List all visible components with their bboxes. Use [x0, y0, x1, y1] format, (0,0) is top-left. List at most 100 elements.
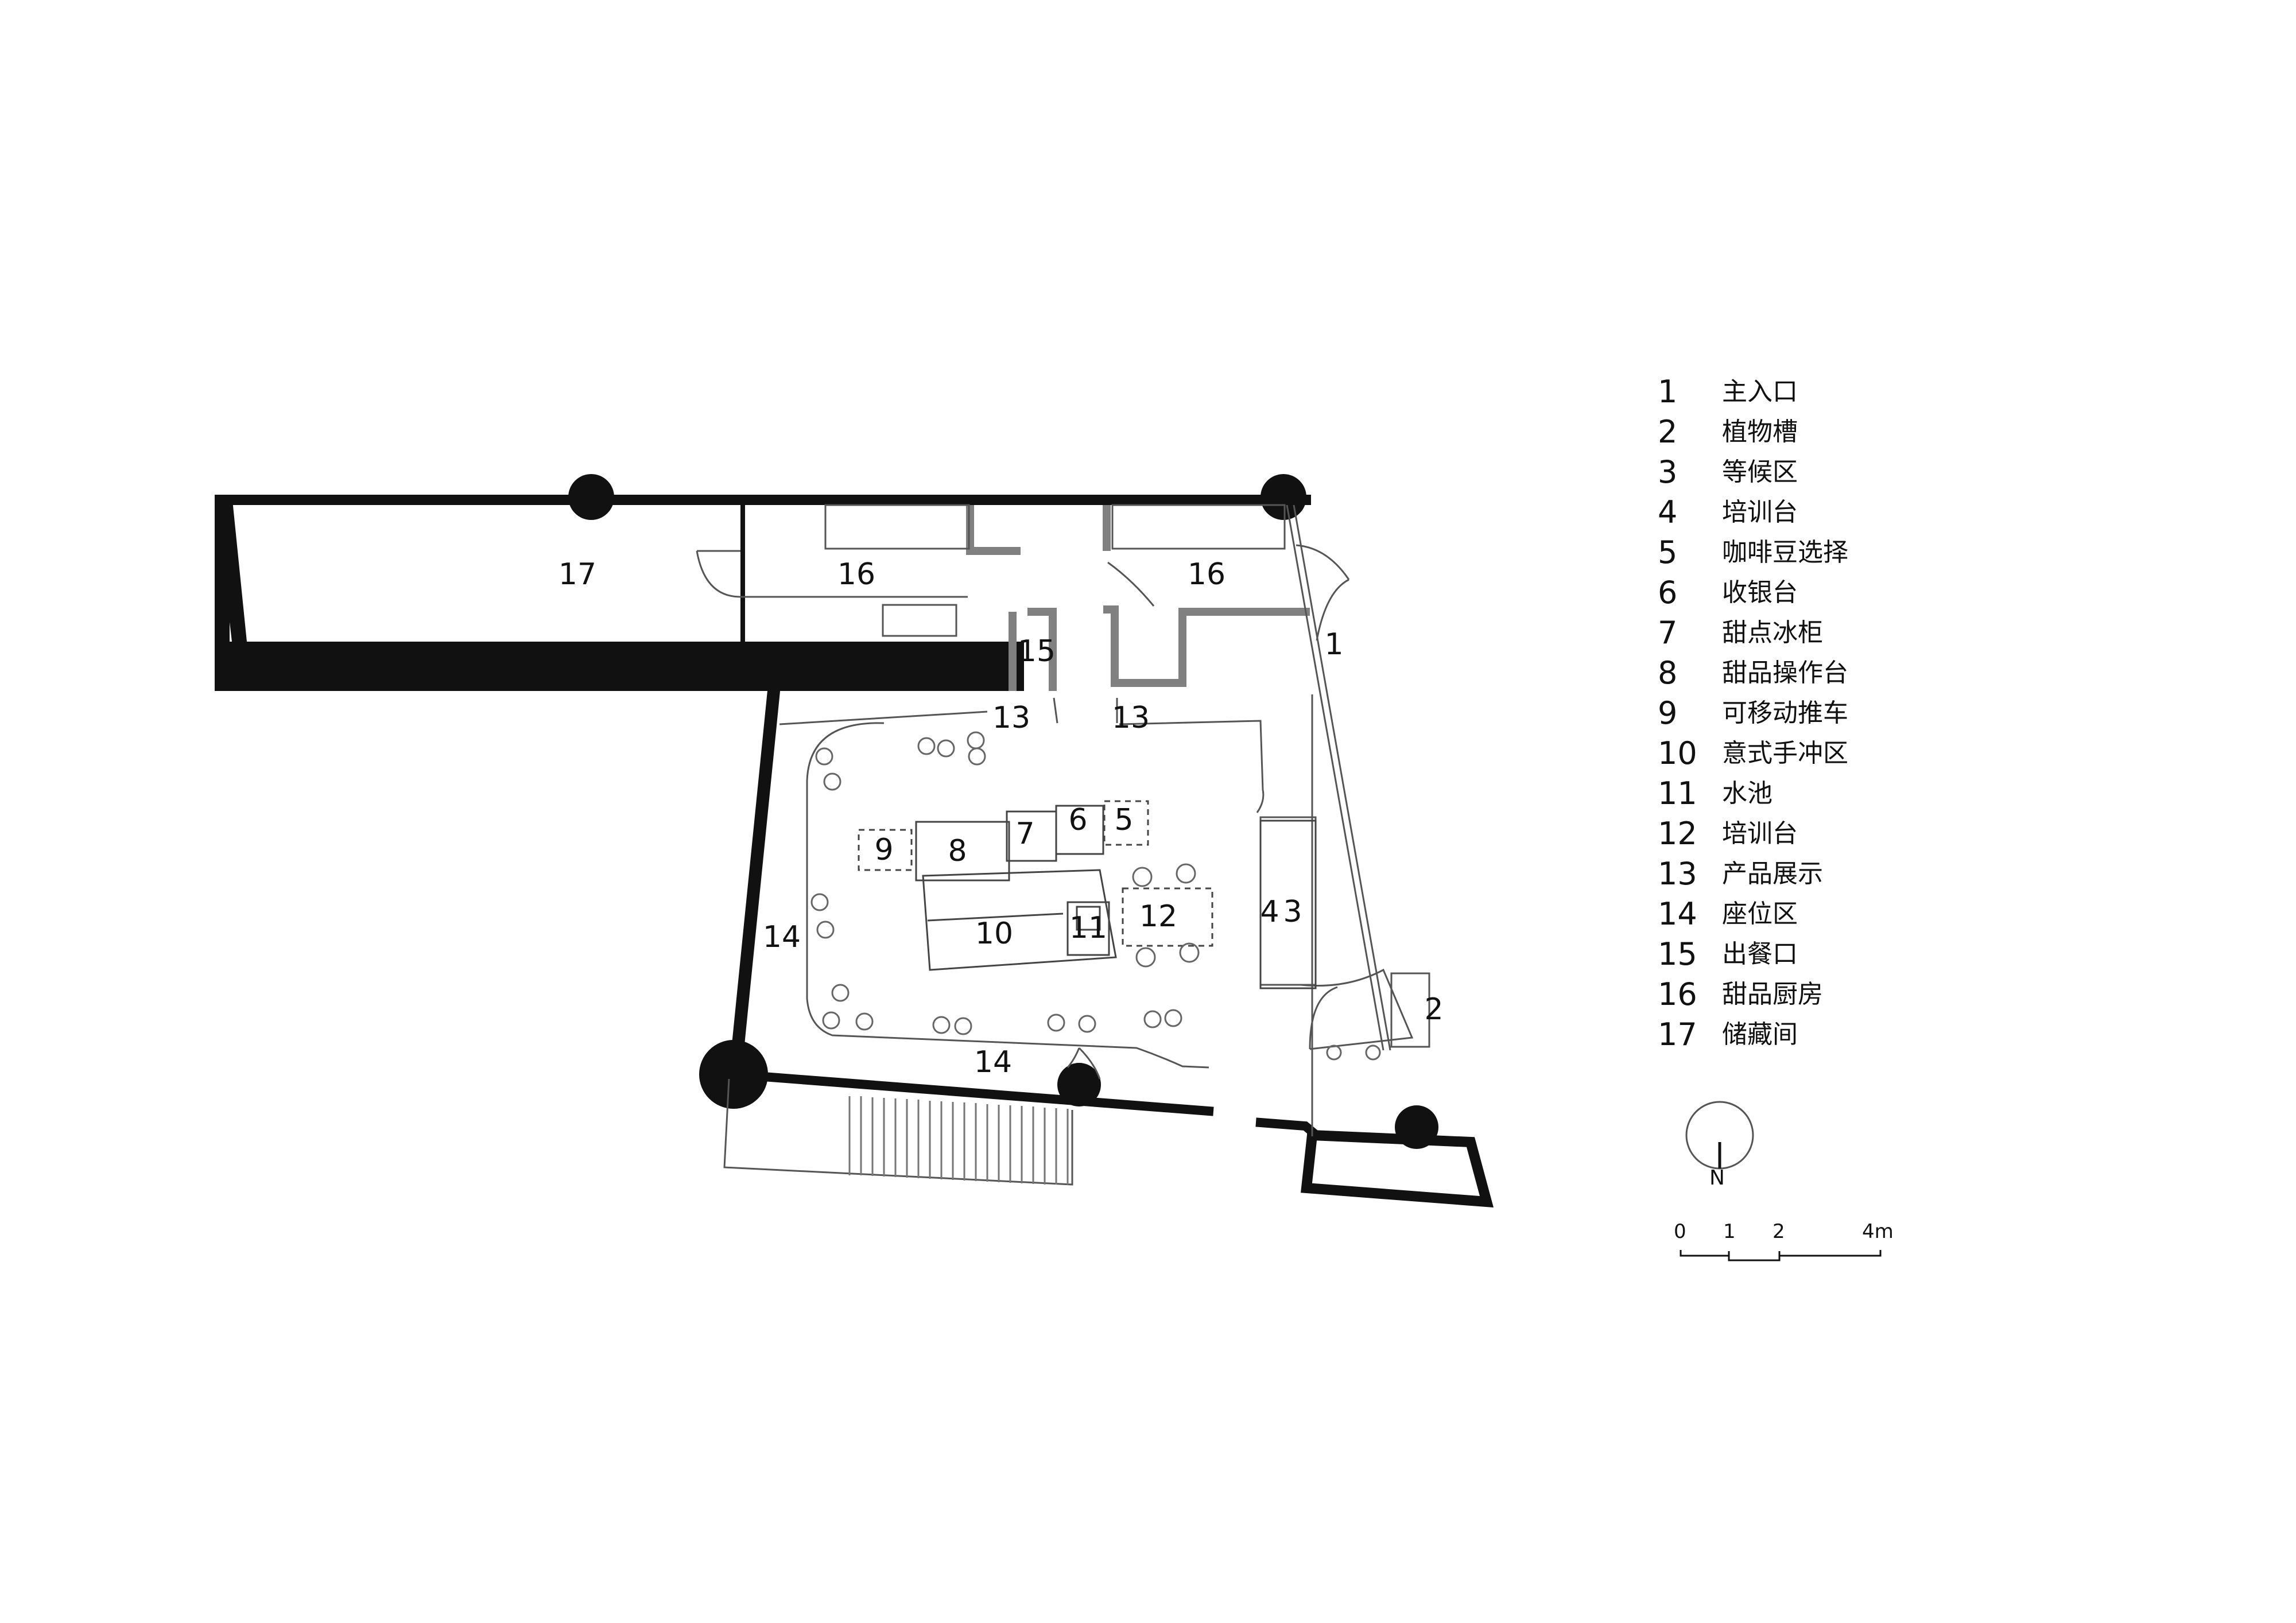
legend-label: 甜品厨房 — [1722, 980, 1823, 1009]
legend-item: 11 水池 — [1658, 774, 1979, 814]
room-label-15: 15 — [1018, 634, 1056, 669]
legend-label: 培训台 — [1722, 498, 1798, 527]
legend-number: 7 — [1658, 615, 1678, 651]
legend-number: 12 — [1658, 816, 1697, 852]
legend-label: 等候区 — [1722, 457, 1798, 487]
legend-item: 10 意式手冲区 — [1658, 733, 1979, 774]
block-9 — [858, 829, 913, 871]
north-arrow — [1685, 1101, 1754, 1170]
legend-label: 收银台 — [1722, 578, 1798, 607]
legend-label: 水池 — [1722, 779, 1773, 808]
legend-number: 13 — [1658, 856, 1697, 892]
block-5 — [1103, 800, 1149, 846]
legend-number: 6 — [1658, 574, 1678, 611]
legend-number: 14 — [1658, 896, 1697, 932]
legend-item: 13 产品展示 — [1658, 854, 1979, 894]
legend-label: 培训台 — [1722, 819, 1798, 848]
room-labels: 17 16 16 15 1 13 13 9 8 7 6 5 4 3 10 11 … — [559, 557, 1444, 1080]
room-label-16: 16 — [1188, 557, 1225, 592]
room-label-8: 8 — [948, 834, 967, 868]
seats — [810, 731, 1381, 1061]
legend-label: 甜品操作台 — [1722, 658, 1848, 688]
legend-item: 8 甜品操作台 — [1658, 653, 1979, 693]
block-4-3 — [1259, 820, 1317, 989]
room-label-10: 10 — [975, 917, 1013, 951]
room-label-1: 1 — [1324, 627, 1343, 662]
legend-label: 储藏间 — [1722, 1020, 1798, 1049]
column — [1057, 1063, 1101, 1106]
legend-label: 甜点冰柜 — [1722, 618, 1823, 647]
block-8 — [915, 821, 1010, 882]
wall-main-hall — [728, 684, 1494, 1207]
scale-label-0: 0 — [1674, 1220, 1686, 1243]
block-11 — [1066, 901, 1110, 956]
thin-linework — [696, 504, 1430, 1186]
scale-label-4m: 4m — [1862, 1220, 1894, 1243]
legend-number: 16 — [1658, 976, 1697, 1012]
legend-label: 意式手冲区 — [1722, 739, 1848, 768]
legend-number: 8 — [1658, 655, 1678, 691]
counter-blocks — [858, 800, 1317, 989]
legend-label: 座位区 — [1722, 899, 1798, 929]
block-10 — [922, 869, 1117, 971]
block-12 — [1122, 887, 1213, 947]
room-label-9: 9 — [874, 833, 893, 867]
legend-label: 咖啡豆选择 — [1722, 538, 1848, 567]
room-label-5: 5 — [1114, 803, 1133, 837]
room-label-2: 2 — [1424, 992, 1443, 1027]
legend-number: 2 — [1658, 414, 1678, 450]
room-label-4: 4 — [1260, 895, 1279, 929]
legend-number: 11 — [1658, 775, 1697, 812]
legend-number: 17 — [1658, 1016, 1697, 1053]
legend-label: 出餐口 — [1722, 939, 1798, 969]
room-label-13: 13 — [1112, 701, 1150, 735]
legend-item: 3 等候区 — [1658, 452, 1979, 492]
legend-item: 1 主入口 — [1658, 372, 1979, 412]
legend-item: 15 出餐口 — [1658, 934, 1979, 974]
legend-number: 9 — [1658, 695, 1678, 731]
sink-basin — [1076, 906, 1101, 931]
legend: 1 主入口 2 植物槽 3 等候区 4 培训台 5 咖啡豆选择 6 收银台 7 … — [1658, 372, 1979, 1055]
legend-number: 5 — [1658, 534, 1678, 570]
legend-label: 产品展示 — [1722, 859, 1823, 888]
legend-number: 15 — [1658, 936, 1697, 972]
legend-item: 9 可移动推车 — [1658, 693, 1979, 733]
scale-bar — [1680, 1250, 1882, 1261]
legend-number: 3 — [1658, 454, 1678, 490]
column — [699, 1040, 768, 1109]
stairs — [848, 1096, 1069, 1185]
grey-partitions — [966, 505, 1310, 691]
block-6 — [1055, 805, 1104, 855]
legend-label: 可移动推车 — [1722, 698, 1848, 728]
legend-item: 5 咖啡豆选择 — [1658, 533, 1979, 573]
wall-storage-wing — [215, 495, 1311, 691]
column — [1261, 474, 1306, 520]
room-label-17: 17 — [559, 557, 596, 592]
scale-label-2: 2 — [1773, 1220, 1785, 1243]
legend-item: 4 培训台 — [1658, 492, 1979, 533]
legend-number: 4 — [1658, 494, 1678, 530]
legend-item: 2 植物槽 — [1658, 412, 1979, 452]
room-label-11: 11 — [1069, 911, 1107, 945]
column — [568, 474, 614, 520]
legend-item: 6 收银台 — [1658, 573, 1979, 613]
room-label-14: 14 — [763, 920, 801, 954]
legend-item: 12 培训台 — [1658, 814, 1979, 854]
room-label-6: 6 — [1068, 803, 1087, 837]
legend-item: 16 甜品厨房 — [1658, 974, 1979, 1015]
legend-item: 14 座位区 — [1658, 894, 1979, 934]
legend-label: 主入口 — [1722, 377, 1798, 406]
legend-item: 7 甜点冰柜 — [1658, 613, 1979, 653]
room-label-7: 7 — [1015, 817, 1034, 851]
room-label-13: 13 — [992, 701, 1030, 735]
room-label-16: 16 — [837, 557, 875, 592]
legend-number: 10 — [1658, 735, 1697, 771]
legend-label: 植物槽 — [1722, 417, 1798, 446]
legend-number: 1 — [1658, 374, 1678, 410]
scale-label-1: 1 — [1723, 1220, 1736, 1243]
room-label-14: 14 — [974, 1045, 1012, 1080]
legend-item: 17 储藏间 — [1658, 1015, 1979, 1055]
room-label-12: 12 — [1139, 899, 1177, 934]
room-label-3: 3 — [1283, 895, 1302, 929]
